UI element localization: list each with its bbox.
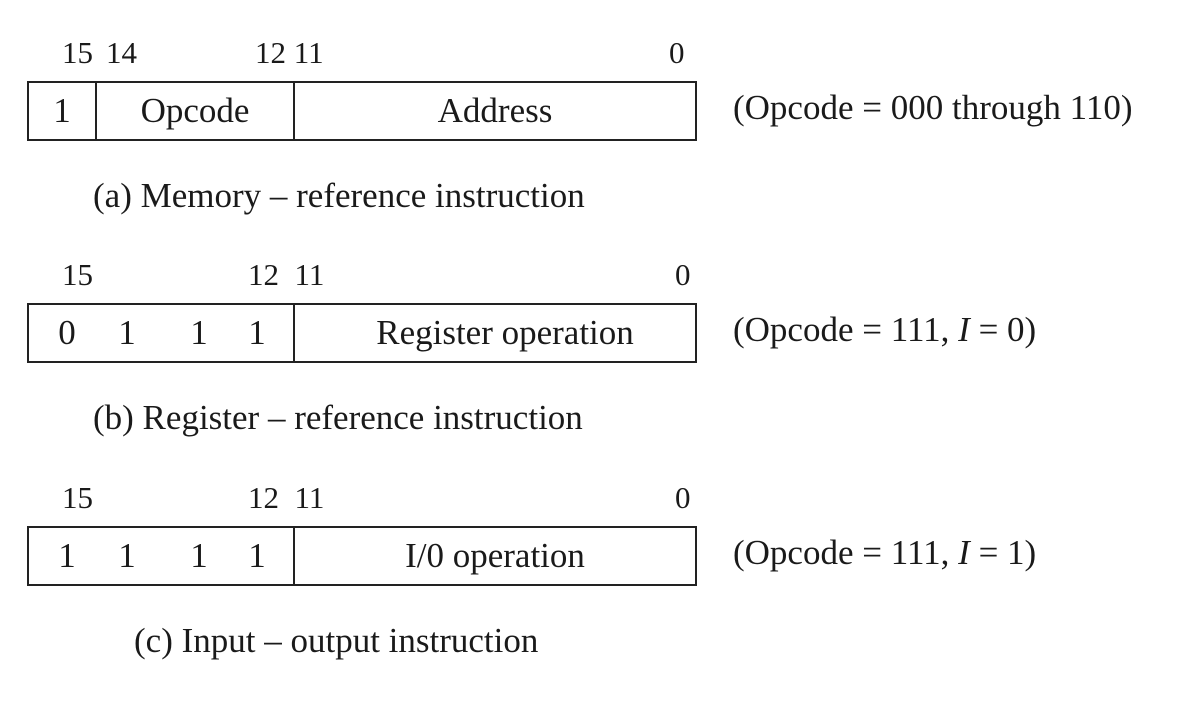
opcode-bit: 1: [190, 536, 208, 575]
opcode-note-prefix: (Opcode = 111,: [733, 310, 959, 349]
opcode-bit: 1: [58, 536, 76, 575]
register-reference-format: 15 12 11 0 0 1 1 1 Register operation (O…: [0, 222, 1200, 452]
opcode-note-var: I: [958, 533, 970, 572]
instruction-word-box: 1 1 1 1 I/0 operation: [27, 526, 697, 586]
opcode-bit: 1: [118, 536, 136, 575]
opcode-note: (Opcode = 000 through 110): [733, 90, 1132, 125]
field-divider: [95, 83, 97, 139]
opcode-bit: 1: [118, 313, 136, 352]
bit-label-15: 15: [62, 35, 93, 70]
format-caption: (b) Register – reference instruction: [93, 398, 583, 437]
field-divider: [293, 305, 295, 361]
bit-label-15: 15: [62, 480, 93, 515]
instruction-word-box: 0 1 1 1 Register operation: [27, 303, 697, 363]
opcode-note-suffix: = 1): [969, 533, 1037, 572]
bit-label-12-11: 12 11: [248, 480, 325, 515]
bit-label-12-11: 12 11: [255, 35, 324, 70]
instruction-word-box: 1 Opcode Address: [27, 81, 697, 141]
bit-label-15: 15: [62, 257, 93, 292]
opcode-note: (Opcode = 111, I = 0): [733, 312, 1036, 347]
opcode-note-suffix: = 0): [969, 310, 1037, 349]
opcode-note-text: (Opcode = 000 through 110): [733, 88, 1133, 127]
i-bit-field: 1: [53, 91, 71, 130]
address-field: Address: [437, 91, 553, 130]
format-caption: (c) Input – output instruction: [134, 621, 539, 660]
opcode-note-prefix: (Opcode = 111,: [733, 533, 959, 572]
opcode-field: Opcode: [140, 91, 250, 130]
bit-label-0: 0: [675, 257, 691, 292]
operation-field: I/0 operation: [405, 536, 585, 575]
memory-reference-format: 15 14 12 11 0 1 Opcode Address (Opcode =…: [0, 0, 1200, 230]
field-divider: [293, 83, 295, 139]
bit-label-0: 0: [675, 480, 691, 515]
bit-label-12-11: 12 11: [248, 257, 325, 292]
opcode-bit: 1: [248, 536, 266, 575]
format-caption: (a) Memory – reference instruction: [93, 176, 585, 215]
bit-label-0: 0: [669, 35, 685, 70]
opcode-note: (Opcode = 111, I = 1): [733, 535, 1036, 570]
opcode-bit: 1: [248, 313, 266, 352]
opcode-note-var: I: [958, 310, 970, 349]
input-output-format: 15 12 11 0 1 1 1 1 I/0 operation (Opcode…: [0, 445, 1200, 675]
field-divider: [293, 528, 295, 584]
opcode-bit: 0: [58, 313, 76, 352]
opcode-bit: 1: [190, 313, 208, 352]
bit-label-14: 14: [106, 35, 137, 70]
operation-field: Register operation: [376, 313, 634, 352]
